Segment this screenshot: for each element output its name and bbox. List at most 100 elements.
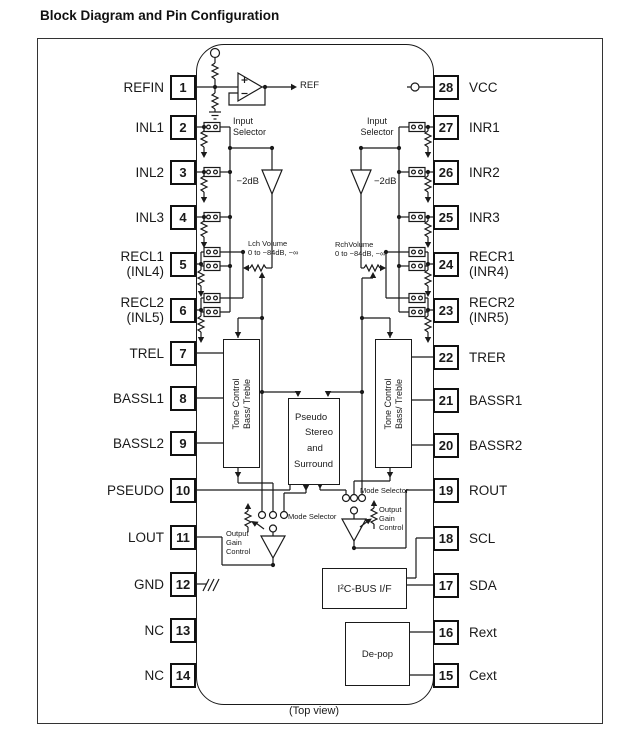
pseudo-label-line4: Surround	[294, 459, 334, 470]
output-gain-pot-right-icon	[359, 500, 378, 529]
pin-label: INR3	[469, 209, 500, 225]
i2c-bus-interface-block: I²C-BUS I/F	[322, 568, 407, 609]
output-amp-right-icon	[340, 489, 433, 551]
pin-label: NC	[144, 622, 165, 638]
pin-number-box: 4	[170, 204, 196, 230]
tone-control-left-block: Tone Control Bass/ Treble	[223, 339, 260, 468]
tone-right-wires	[353, 356, 433, 494]
mode-selector-right-label: Mode Selector	[360, 486, 409, 495]
pin-number-box: 3	[170, 159, 196, 185]
pin-number-box: 2	[170, 114, 196, 140]
lch-volume-pot-icon	[234, 264, 302, 511]
pin-row-recl2: RECL2(INL5)6	[0, 295, 196, 325]
pin-label: GND	[134, 576, 164, 592]
pin-label: INR1	[469, 119, 500, 135]
minus2db-right-label: −2dB	[374, 176, 397, 187]
pin-label: RECL2(INL5)	[120, 295, 164, 325]
pin-number-box: 12	[170, 571, 196, 597]
depop-block: De-pop	[345, 622, 410, 686]
pin-row-inr1: 27 INR1	[433, 114, 633, 140]
pin-row-rout: 19 ROUT	[433, 477, 633, 503]
pin-number-box: 11	[170, 524, 196, 550]
pin-number-box: 23	[433, 297, 459, 323]
page-title: Block Diagram and Pin Configuration	[40, 8, 280, 23]
input-selector-right-label: Input Selector	[360, 116, 394, 137]
rch-volume-pot-icon	[324, 264, 394, 494]
rec-inputs-left-wires	[196, 246, 246, 344]
pin-row-pseudo: PSEUDO 10	[0, 477, 196, 503]
pin-row-recl1: RECL1(INL4)5	[0, 249, 196, 279]
input-selector-left-label: Input Selector	[233, 116, 267, 137]
pin-label: RECL1(INL4)	[120, 249, 164, 279]
pin-label: RECR2(INR5)	[469, 295, 515, 325]
pin-label: TREL	[129, 345, 164, 361]
pin-number-box: 14	[170, 662, 196, 688]
pin-row-refin: REFIN 1	[0, 74, 196, 100]
pin-label: ROUT	[469, 482, 508, 498]
pin-number-box: 26	[433, 159, 459, 185]
input-selector-right-wires	[350, 121, 433, 312]
pin-number-box: 8	[170, 385, 196, 411]
ground-icon	[209, 111, 221, 120]
minus2db-left-label: −2dB	[236, 176, 259, 187]
pin-row-bassr2: 20 BASSR2	[433, 432, 633, 458]
chip-body	[196, 44, 434, 705]
pin-number-box: 16	[433, 619, 459, 645]
lch-volume-label: Lch Volume 0 to −84dB, −∞	[248, 239, 299, 257]
pin-label: Rext	[469, 624, 497, 640]
vcc-supply-icon	[407, 82, 433, 92]
pin-label: REFIN	[123, 79, 165, 95]
opamp-icon	[237, 71, 264, 103]
i2c-wires	[405, 537, 433, 586]
pin-label: INL2	[135, 164, 164, 180]
input-selector-left-wires	[196, 121, 283, 312]
pin-number-box: 1	[170, 74, 196, 100]
pin-row-bassl1: BASSL1 8	[0, 385, 196, 411]
output-gain-pot-left-icon	[244, 503, 265, 532]
pin-label: SDA	[469, 577, 497, 593]
pin-row-lout: LOUT 11	[0, 524, 196, 550]
tone-left-wires	[196, 352, 274, 511]
pin-row-trel: TREL 7	[0, 340, 196, 366]
pin-number-box: 24	[433, 251, 459, 277]
pin-label: PSEUDO	[106, 482, 164, 498]
output-amp-left-icon	[196, 535, 287, 568]
pin-number-box: 19	[433, 477, 459, 503]
pin-row-recr2: 23 RECR2(INR5)	[433, 295, 633, 325]
mode-selector-right-contacts-icon	[341, 493, 367, 519]
pin-row-cext: 15 Cext	[433, 662, 633, 688]
pin-label: LOUT	[127, 529, 164, 545]
pin-label: Cext	[469, 667, 497, 683]
pin-label: NC	[144, 667, 165, 683]
pin-number-box: 20	[433, 432, 459, 458]
pin-number-box: 10	[170, 477, 196, 503]
tone-control-right-block: Tone Control Bass/ Treble	[375, 339, 412, 468]
output-gain-right-label: Output Gain Control	[379, 505, 404, 532]
pin-number-box: 15	[433, 662, 459, 688]
pin-number-box: 7	[170, 340, 196, 366]
pseudo-label-line1: Pseudo	[295, 412, 328, 423]
pin-number-box: 22	[433, 344, 459, 370]
pin-number-box: 27	[433, 114, 459, 140]
pin-number-box: 5	[170, 251, 196, 277]
tone-control-right-label: Tone Control Bass/ Treble	[382, 377, 404, 430]
pseudo-stereo-block: Pseudo Stereo and Surround	[288, 398, 340, 485]
pin-label: BASSL1	[112, 390, 164, 406]
pin-label: BASSR2	[469, 437, 523, 453]
pin-row-inl2: INL2 3	[0, 159, 196, 185]
pin-label: BASSL2	[112, 435, 164, 451]
pin-number-box: 17	[433, 572, 459, 598]
pin-number-box: 18	[433, 525, 459, 551]
pin-number-box: 21	[433, 387, 459, 413]
pseudo-label-line2: Stereo	[305, 427, 333, 438]
